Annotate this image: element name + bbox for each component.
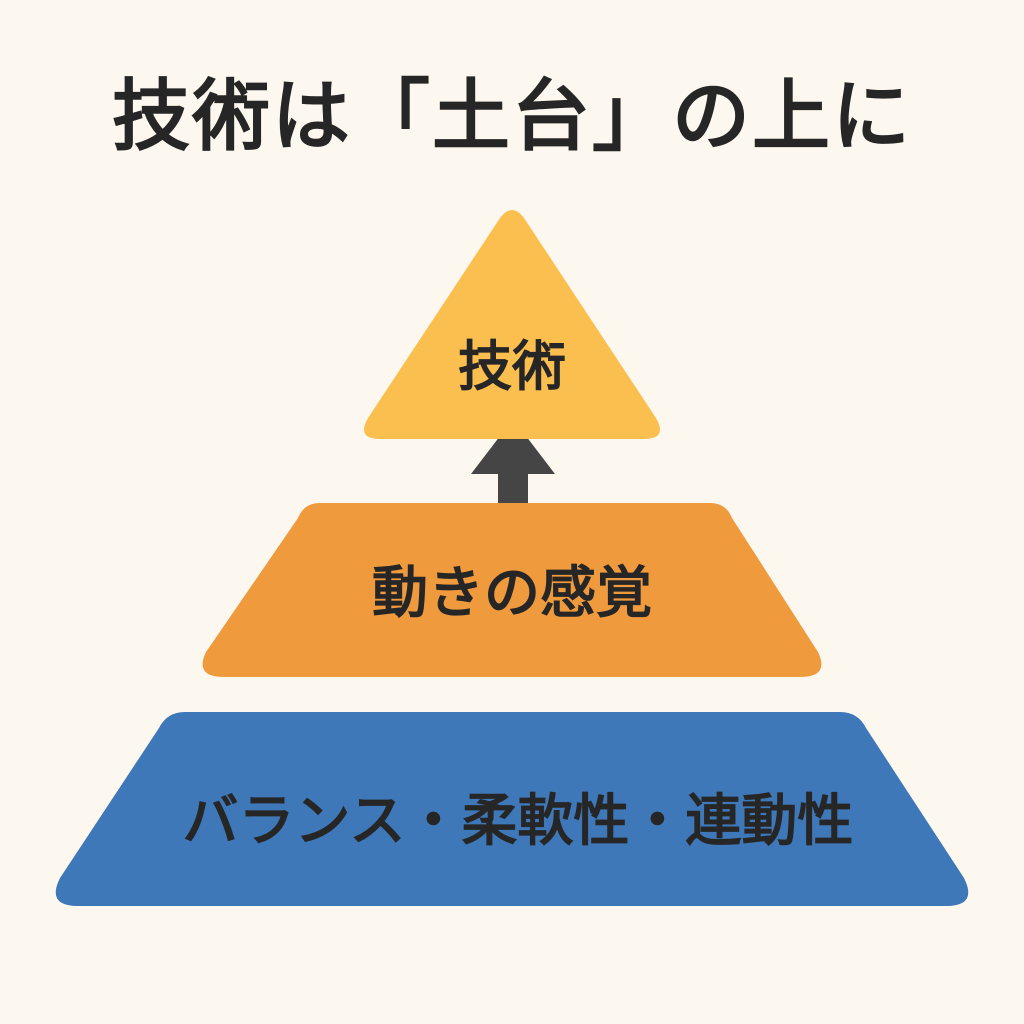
up-arrow-icon (471, 419, 555, 508)
middle-tier-shape (202, 503, 822, 677)
top-tier-label: 技術 (458, 335, 566, 398)
base-tier-label: バランス・柔軟性・連動性 (183, 789, 854, 854)
base-tier-shape (55, 712, 969, 906)
page-title: 技術は「土台」の上に (111, 72, 912, 162)
middle-tier-label: 動きの感覚 (372, 561, 652, 626)
top-tier-shape (364, 210, 660, 439)
